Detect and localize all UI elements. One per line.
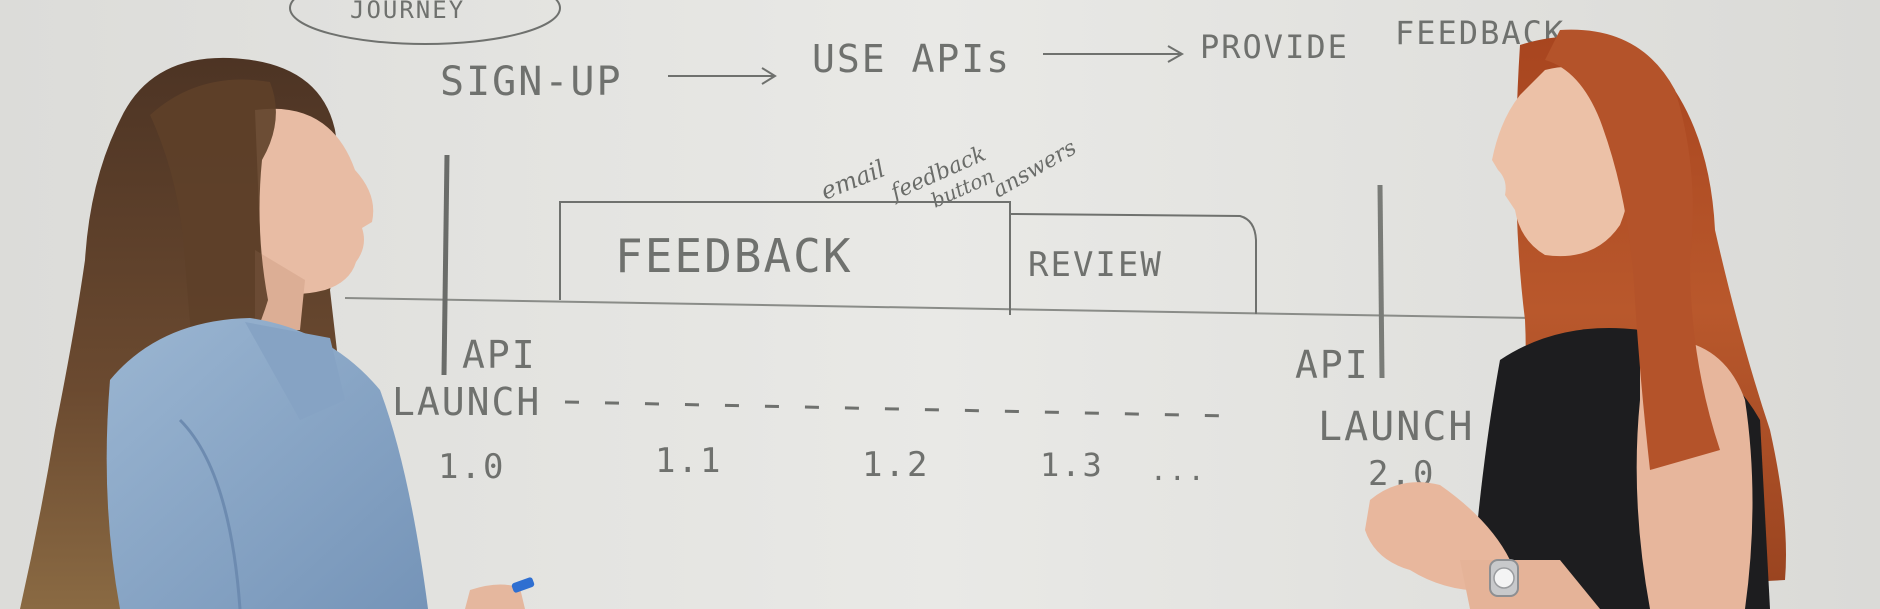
- launch-right: LAUNCH: [1318, 404, 1475, 450]
- flow-step-provide: PROVIDE: [1200, 28, 1349, 66]
- timeline-line: [344, 297, 1531, 319]
- person-left: [20, 57, 535, 609]
- denim-jacket: [106, 318, 429, 609]
- arrow-1: [668, 67, 777, 85]
- milestone-right: [1377, 184, 1385, 379]
- flow-step-signup: SIGN-UP: [440, 59, 623, 105]
- right-woman-hair-front: [1545, 29, 1720, 471]
- arrow-2: [1043, 45, 1185, 63]
- dashed-timeline: [564, 400, 1231, 418]
- jacket-collar: [245, 322, 345, 420]
- feedback-review-boxes: [559, 201, 1257, 315]
- version-1-0: 1.0: [438, 447, 505, 487]
- left-woman-face: [255, 108, 374, 294]
- jacket-seam: [178, 418, 242, 609]
- left-woman-hand: [465, 584, 525, 609]
- person-right: [1365, 29, 1786, 609]
- left-woman-neck: [255, 250, 305, 330]
- watch-face: [1493, 567, 1515, 589]
- version-ellipsis: ...: [1150, 454, 1207, 487]
- box-feedback-label: FEEDBACK: [615, 229, 853, 283]
- api-right: API: [1295, 343, 1370, 387]
- version-1-2: 1.2: [862, 445, 929, 485]
- box-review-label: REVIEW: [1028, 245, 1163, 285]
- version-1-3: 1.3: [1040, 446, 1104, 484]
- flow-step-use-apis: USE APIs: [812, 37, 1011, 81]
- journey-oval: [289, 0, 561, 45]
- version-1-1: 1.1: [655, 441, 722, 481]
- launch-left: LAUNCH: [392, 380, 541, 424]
- marker-blue: [511, 577, 535, 593]
- milestone-left: [441, 154, 450, 376]
- api-left: API: [462, 333, 537, 377]
- journey-heading: JOURNEY: [350, 0, 465, 24]
